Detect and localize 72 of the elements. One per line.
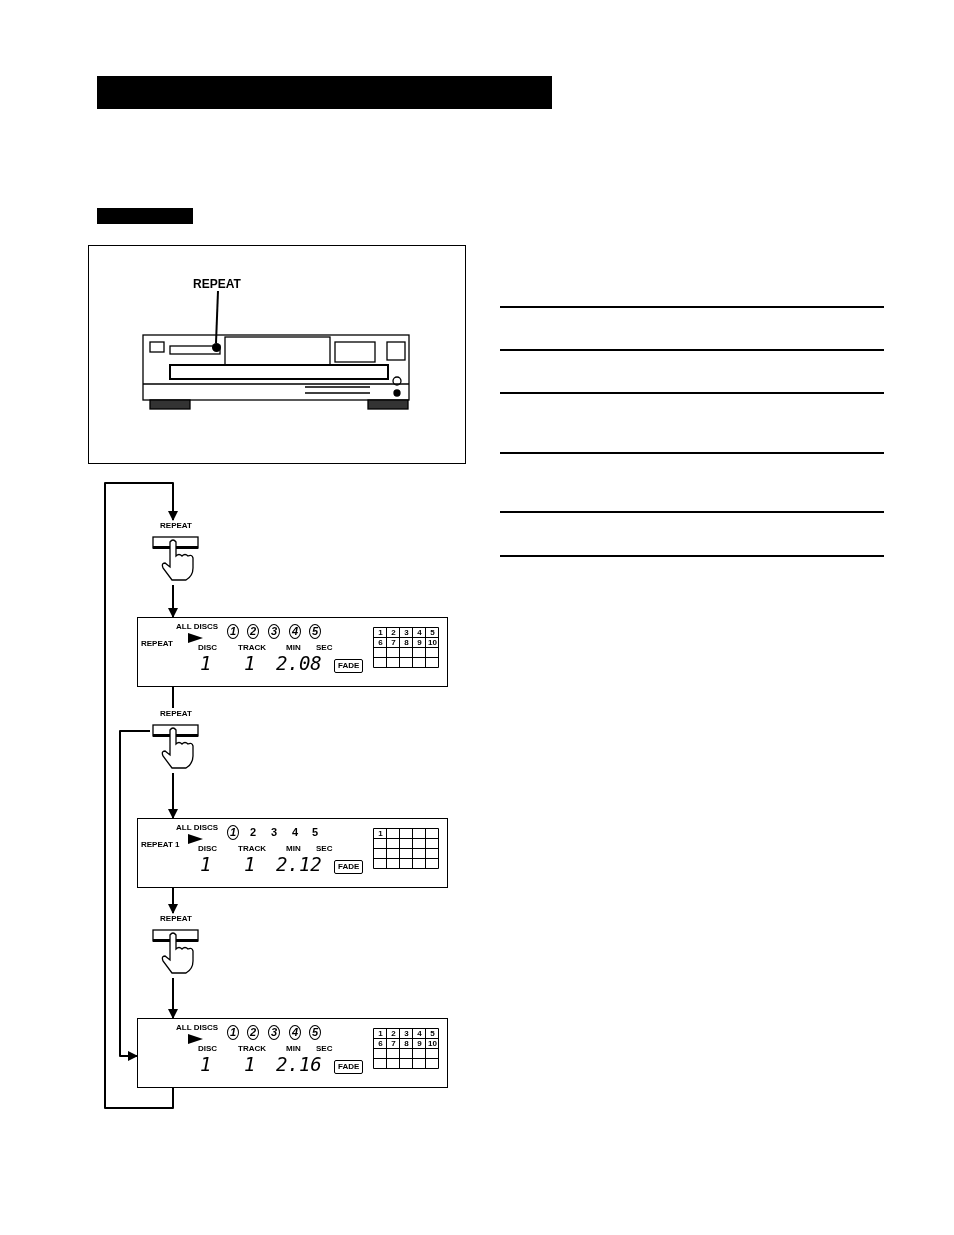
part-label: REPEAT (193, 278, 241, 290)
segment-digits: 2.12 (276, 855, 322, 874)
disc-number: 4 (292, 827, 299, 838)
segment-digits: 1 (244, 654, 256, 673)
arrow (168, 977, 178, 1019)
track-number: 1 (377, 629, 384, 637)
display-label: MIN (286, 1045, 301, 1053)
display-label: SEC (316, 845, 333, 853)
track-number: 10 (427, 639, 438, 647)
track-number: 8 (403, 1040, 410, 1048)
segment-digits: 1 (200, 654, 212, 673)
repeat-button (212, 343, 221, 352)
lcd-display (137, 1018, 448, 1088)
track-number: 5 (429, 629, 436, 637)
display-label: REPEAT 1 (141, 841, 180, 849)
track-number: 10 (427, 1040, 438, 1048)
track-number: 1 (377, 830, 384, 838)
button-label: REPEAT (159, 915, 193, 923)
track-number: 8 (403, 639, 410, 647)
arrow (104, 482, 178, 1109)
track-number: 2 (390, 629, 397, 637)
lcd-display (137, 818, 448, 888)
display-label: ALL DISCS (176, 623, 219, 631)
segment-digits: 2.16 (276, 1055, 322, 1074)
segment-digits: 1 (200, 855, 212, 874)
arrow (168, 584, 178, 618)
track-number: 1 (377, 1030, 384, 1038)
track-number: 5 (429, 1030, 436, 1038)
arrow (168, 772, 178, 819)
fade-indicator: FADE (334, 1060, 364, 1074)
segment-digits: 1 (244, 1055, 256, 1074)
track-number: 9 (416, 639, 423, 647)
track-number: 9 (416, 1040, 423, 1048)
track-number: 3 (403, 629, 410, 637)
segment-digits: 2.08 (276, 654, 322, 673)
display-label: SEC (316, 1045, 333, 1053)
disc-number: 3 (271, 827, 278, 838)
disc-number: 5 (312, 827, 319, 838)
fade-indicator: FADE (334, 659, 364, 673)
track-number: 7 (390, 1040, 397, 1048)
title-bar (97, 76, 552, 109)
display-label: DISC (198, 1045, 218, 1053)
display-label: DISC (198, 845, 218, 853)
arrow (168, 887, 178, 914)
display-label: MIN (286, 644, 301, 652)
section-bar (97, 208, 193, 224)
button-label: REPEAT (159, 522, 193, 530)
track-number: 2 (390, 1030, 397, 1038)
connector-line (172, 686, 174, 709)
segment-digits: 1 (200, 1055, 212, 1074)
display-label: TRACK (238, 845, 266, 853)
display-label: REPEAT (141, 640, 173, 648)
lcd-display (137, 617, 448, 687)
display-label: TRACK (238, 644, 266, 652)
disc-number: 2 (250, 827, 257, 838)
track-number: 6 (377, 1040, 384, 1048)
fade-indicator: FADE (334, 860, 364, 874)
track-number: 4 (416, 1030, 423, 1038)
track-number: 3 (403, 1030, 410, 1038)
track-number: 4 (416, 629, 423, 637)
display-label: ALL DISCS (176, 824, 219, 832)
arrow (119, 730, 151, 1061)
leader-line (215, 290, 219, 344)
track-number: 6 (377, 639, 384, 647)
track-number: 7 (390, 639, 397, 647)
segment-digits: 1 (244, 855, 256, 874)
display-label: DISC (198, 644, 218, 652)
display-label: TRACK (238, 1045, 266, 1053)
display-label: MIN (286, 845, 301, 853)
display-label: ALL DISCS (176, 1024, 219, 1032)
display-label: SEC (316, 644, 333, 652)
button-label: REPEAT (159, 710, 193, 718)
